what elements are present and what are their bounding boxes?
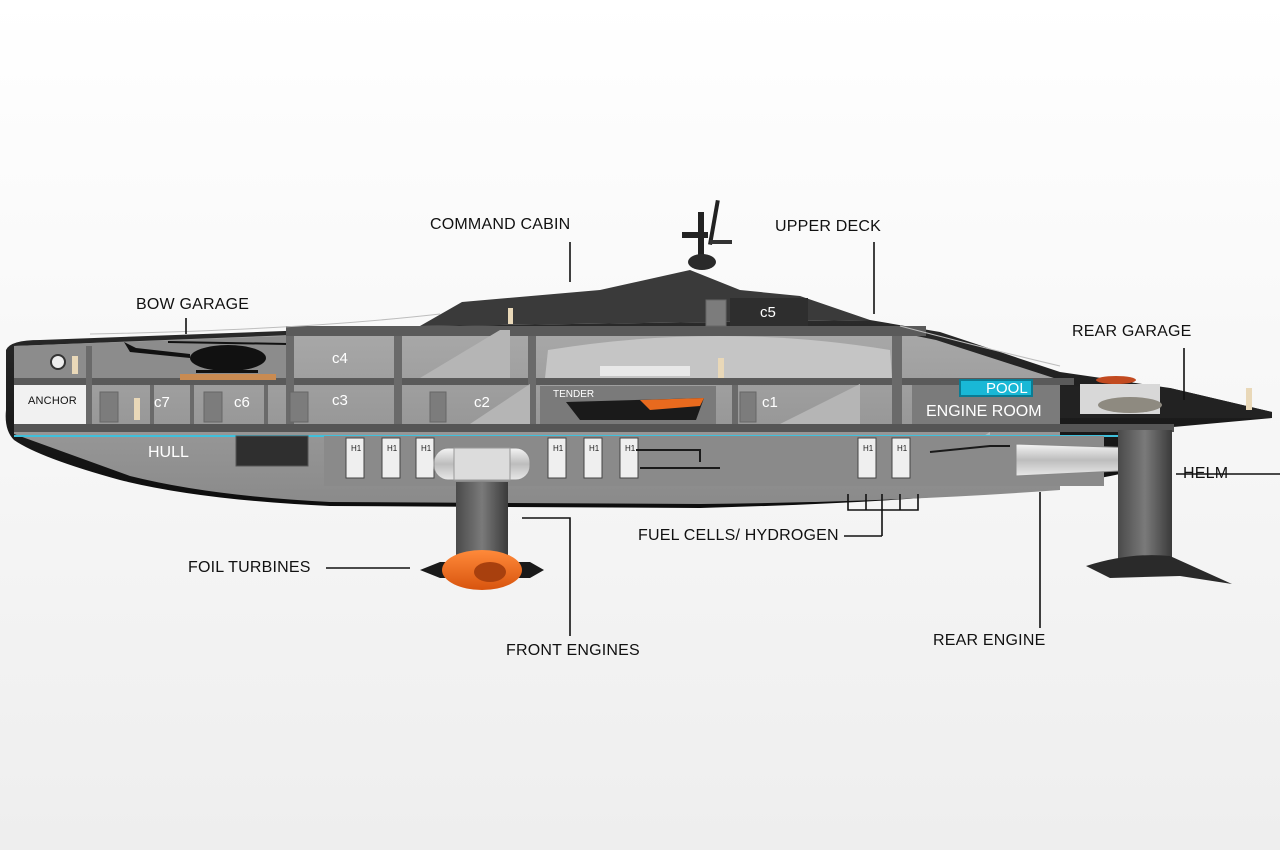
hull-vent-grille	[235, 435, 309, 467]
cabin-c5-label: c5	[760, 304, 776, 321]
lower-deck-slab	[14, 424, 1174, 432]
h1-tank-label: H1	[897, 444, 908, 453]
anchor-label: ANCHOR	[28, 395, 77, 407]
front-engines-label: FRONT ENGINES	[506, 642, 640, 659]
cabin-c3-label: c3	[332, 392, 348, 409]
rear-garage-label: REAR GARAGE	[1072, 323, 1192, 340]
fuel-cells-label: FUEL CELLS/ HYDROGEN	[638, 527, 839, 544]
h1-tank-label: H1	[387, 444, 398, 453]
jetski-icon	[1096, 376, 1136, 384]
helm-label: HELM	[1183, 465, 1229, 482]
anchor-room	[14, 385, 86, 424]
fuel-piping	[636, 445, 1010, 469]
callout-lines	[185, 242, 1280, 636]
front-engine-housing	[433, 447, 531, 481]
hull-label: HULL	[148, 444, 189, 461]
h1-tank-label: H1	[421, 444, 432, 453]
h1-tank-label: H1	[625, 444, 636, 453]
tender-label: TENDER	[553, 389, 595, 400]
pool	[959, 379, 1033, 397]
cabin-c5-room	[730, 298, 808, 326]
bulkheads	[86, 336, 902, 424]
h1-tank-label: H1	[863, 444, 874, 453]
radar-mast-icon	[682, 199, 732, 270]
bow-garage-label: BOW GARAGE	[136, 296, 250, 313]
porthole-icon	[50, 354, 66, 370]
helm-rudder-foil	[1086, 555, 1232, 584]
h1-tank-label: H1	[589, 444, 600, 453]
cabin-c1-label: c1	[762, 394, 778, 411]
foil-turbines-label: FOIL TURBINES	[188, 559, 311, 576]
rear-engine-label: REAR ENGINE	[933, 632, 1046, 649]
cabin-c6-label: c6	[234, 394, 250, 411]
people-figures	[72, 308, 1252, 420]
stern-railing	[899, 325, 1061, 367]
h1-tank-label: H1	[553, 444, 564, 453]
h1-tank-label: H1	[351, 444, 362, 453]
car-icon	[1098, 397, 1162, 413]
cabin-c7-label: c7	[154, 394, 170, 411]
engine-room-label: ENGINE ROOM	[926, 403, 1042, 420]
upper-deck-slab	[286, 326, 926, 336]
helicopter-icon	[124, 341, 289, 380]
saloon-sofa	[600, 366, 690, 376]
pool-label: POOL	[986, 380, 1028, 397]
helm-strut	[1118, 430, 1172, 560]
cabin-doors	[99, 299, 757, 423]
foil-turbine-icon	[420, 550, 544, 590]
mid-deck-slab	[14, 378, 1074, 385]
cabin-c2-label: c2	[474, 394, 490, 411]
command-cabin-label: COMMAND CABIN	[430, 216, 571, 233]
hydrogen-tanks	[345, 437, 911, 479]
cabin-c4-label: c4	[332, 350, 348, 367]
upper-deck-label: UPPER DECK	[775, 218, 882, 235]
bow-railing	[89, 313, 441, 335]
